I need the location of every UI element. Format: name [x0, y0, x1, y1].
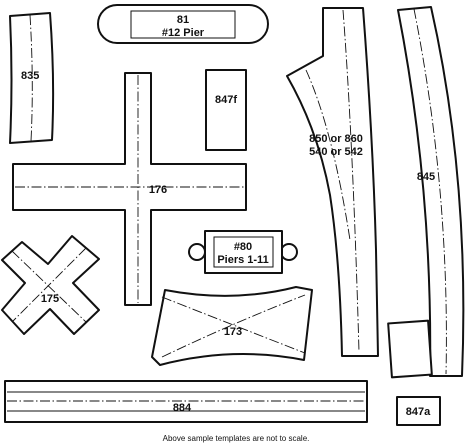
template-847a: 847a [396, 396, 441, 426]
label-176: 176 [149, 184, 167, 196]
template-80: #80 Piers 1-11 [188, 230, 298, 274]
label-80: #80 [234, 241, 252, 253]
label-81: 81 [177, 14, 189, 26]
template-176: 176 [12, 72, 247, 306]
label-884: 884 [173, 402, 192, 414]
template-884: 884 [4, 380, 368, 423]
label-845: 845 [417, 171, 435, 183]
label-847f: 847f [215, 94, 237, 106]
template-173: 173 [151, 286, 313, 366]
label-847a: 847a [406, 406, 431, 418]
template-847f: 847f [205, 69, 247, 151]
label-12-pier: #12 Pier [162, 27, 205, 39]
label-540-542: 540 or 542 [309, 146, 363, 158]
template-835: 835 [9, 12, 55, 144]
label-175: 175 [41, 293, 59, 305]
label-835: 835 [21, 70, 39, 82]
label-piers-1-11: Piers 1-11 [217, 254, 268, 266]
caption: Above sample templates are not to scale. [163, 434, 310, 443]
template-845: 845 [387, 6, 465, 379]
template-81: 81 #12 Pier [97, 4, 269, 44]
template-175: 175 [1, 235, 100, 335]
label-850-860: 850 or 860 [309, 133, 363, 145]
label-173: 173 [224, 326, 242, 338]
template-850-860: 850 or 860 540 or 542 [286, 7, 379, 357]
